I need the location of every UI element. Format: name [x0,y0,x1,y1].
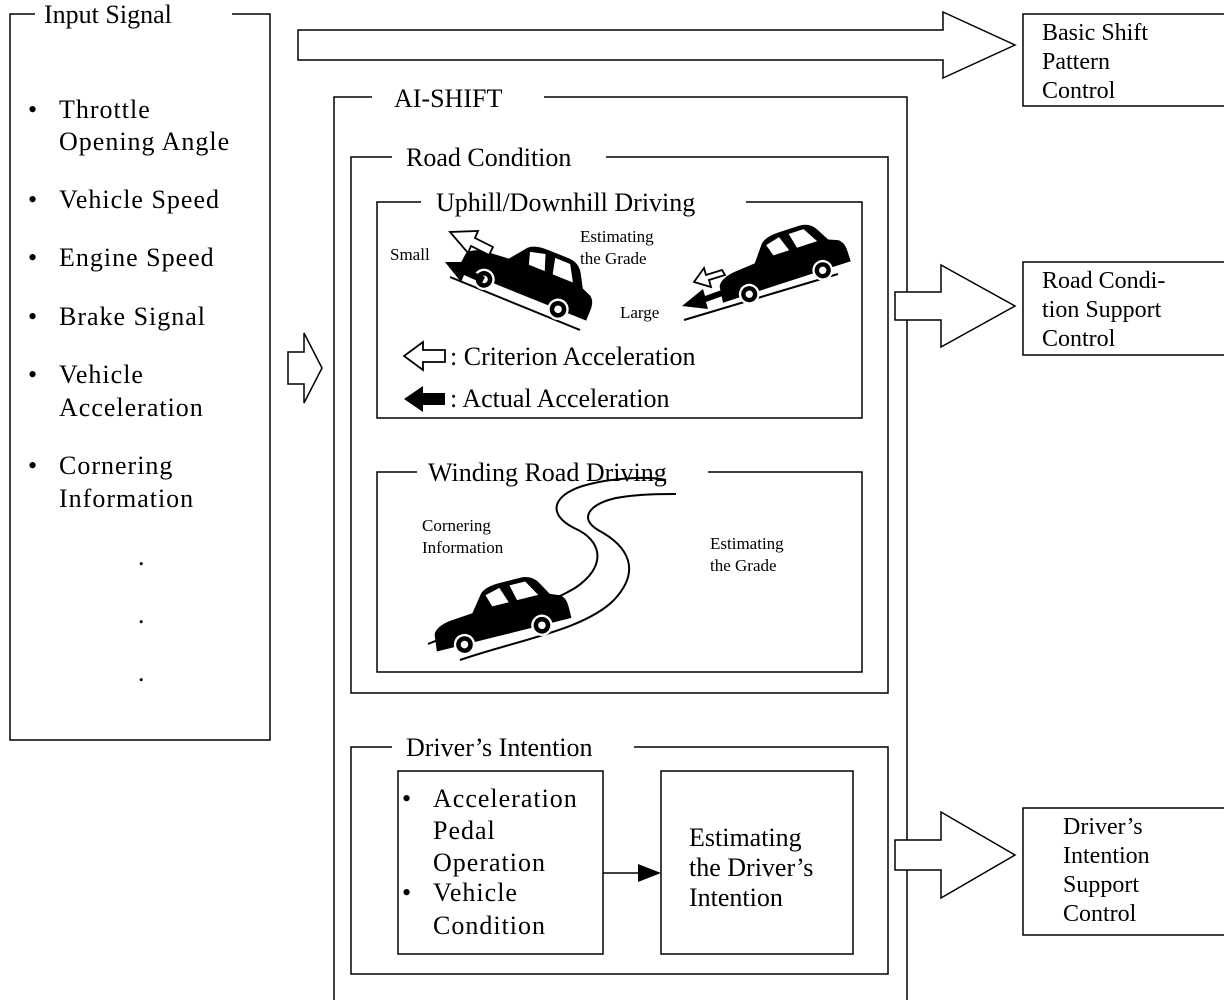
input-item-cornering-line2: Information [59,484,194,513]
road-condition-panel: Road Condition Uphill/Downhill Driving S… [350,143,889,694]
ellipsis-dot: . [138,542,145,571]
cornering-info-label-line2: Information [422,538,504,557]
estimating-grade-label: Estimating [710,534,784,553]
driver-input-acceleration-line3: Operation [433,848,546,877]
bullet: • [28,451,37,480]
driver-input-vehicle-condition-line2: Condition [433,911,546,940]
actual-legend-icon [404,386,445,412]
driver-intention-panel: Driver’s Intention • Acceleration Pedal … [350,733,889,975]
input-item-brake-signal: Brake Signal [59,302,206,331]
cornering-info-label: Cornering [422,516,491,535]
criterion-legend-label: : Criterion Acceleration [450,342,695,371]
input-signal-panel: Input Signal • Throttle Opening Angle • … [9,0,271,741]
criterion-arrow-icon [448,230,495,257]
criterion-legend-icon [402,340,446,372]
winding-road-edge [459,493,677,661]
uphill-slope [683,273,839,321]
driver-input-acceleration: Acceleration [433,784,578,813]
input-item-engine-speed: Engine Speed [59,243,215,272]
bullet: • [28,302,37,331]
winding-road-title: Winding Road Driving [428,458,667,487]
criterion-arrow-icon [692,265,727,289]
input-signal-title: Input Signal [44,0,172,29]
basic-shift-label: Basic Shift [1042,20,1148,46]
road-support-output: Road Condi- tion Support Control [1022,261,1224,356]
bullet: • [28,95,37,124]
driver-support-label-line4: Control [1063,901,1137,927]
winding-road-panel: Winding Road Driving Cornering Informati… [376,458,863,673]
actual-arrow-icon [682,288,728,309]
estimating-grade-label-line2: the Grade [710,556,777,575]
input-item-throttle-line2: Opening Angle [59,127,230,156]
estimating-grade-label: Estimating [580,227,654,246]
arrow-to-driver-support [894,810,1017,900]
basic-shift-label-line2: Pattern [1042,49,1110,75]
arrow-input-to-ai-shift [287,332,323,404]
input-signal-list: • Throttle Opening Angle • Vehicle Speed… [28,95,230,687]
estimate-intention-label-line3: Intention [689,883,783,912]
road-support-label-line2: tion Support [1042,297,1162,323]
input-item-throttle: Throttle [59,95,151,124]
bullet: • [28,243,37,272]
input-item-cornering: Cornering [59,451,173,480]
bullet: • [28,185,37,214]
ellipsis-dot: . [138,600,145,629]
arrow-to-basic-shift [297,10,1017,80]
estimate-intention-box [660,770,854,955]
arrow-to-road-support [894,263,1017,349]
winding-car-icon [423,566,575,662]
uphill-downhill-title: Uphill/Downhill Driving [436,188,695,217]
basic-shift-output: Basic Shift Pattern Control [1022,13,1224,107]
driver-input-vehicle-condition: Vehicle [433,878,518,907]
road-support-label: Road Condi- [1042,268,1165,294]
input-item-vehicle-speed: Vehicle Speed [59,185,220,214]
driver-support-label: Driver’s [1063,814,1143,840]
ellipsis-dot: . [138,658,145,687]
road-condition-title: Road Condition [406,143,571,172]
uphill-downhill-panel: Uphill/Downhill Driving Small Large Esti… [376,188,863,419]
input-item-vehicle-acceleration: Vehicle [59,360,144,389]
driver-inputs-box [397,770,604,955]
ai-shift-title: AI-SHIFT [394,84,502,113]
downhill-slope [449,276,581,331]
driver-support-label-line2: Intention [1063,843,1150,869]
actual-legend-label: : Actual Acceleration [450,384,669,413]
bullet: • [402,878,411,907]
arrow-head-icon [638,864,661,882]
small-label: Small [390,245,430,264]
actual-arrow-icon [445,262,485,283]
input-item-vehicle-acceleration-line2: Acceleration [59,393,204,422]
large-label: Large [620,303,659,322]
bullet: • [28,360,37,389]
driver-input-acceleration-line2: Pedal [433,816,496,845]
estimate-intention-label: Estimating [689,823,802,852]
bullet: • [402,784,411,813]
estimating-grade-label-line2: the Grade [580,249,647,268]
ai-shift-panel: AI-SHIFT Road Condition Uphill/Downhill … [333,84,908,1000]
estimate-intention-label-line2: the Driver’s [689,853,813,882]
road-support-label-line3: Control [1042,326,1116,352]
driver-support-label-line3: Support [1063,872,1139,898]
driver-support-output: Driver’s Intention Support Control [1022,807,1224,936]
driver-intention-title: Driver’s Intention [406,733,593,762]
basic-shift-label-line3: Control [1042,78,1116,104]
uphill-car-icon [706,212,855,313]
